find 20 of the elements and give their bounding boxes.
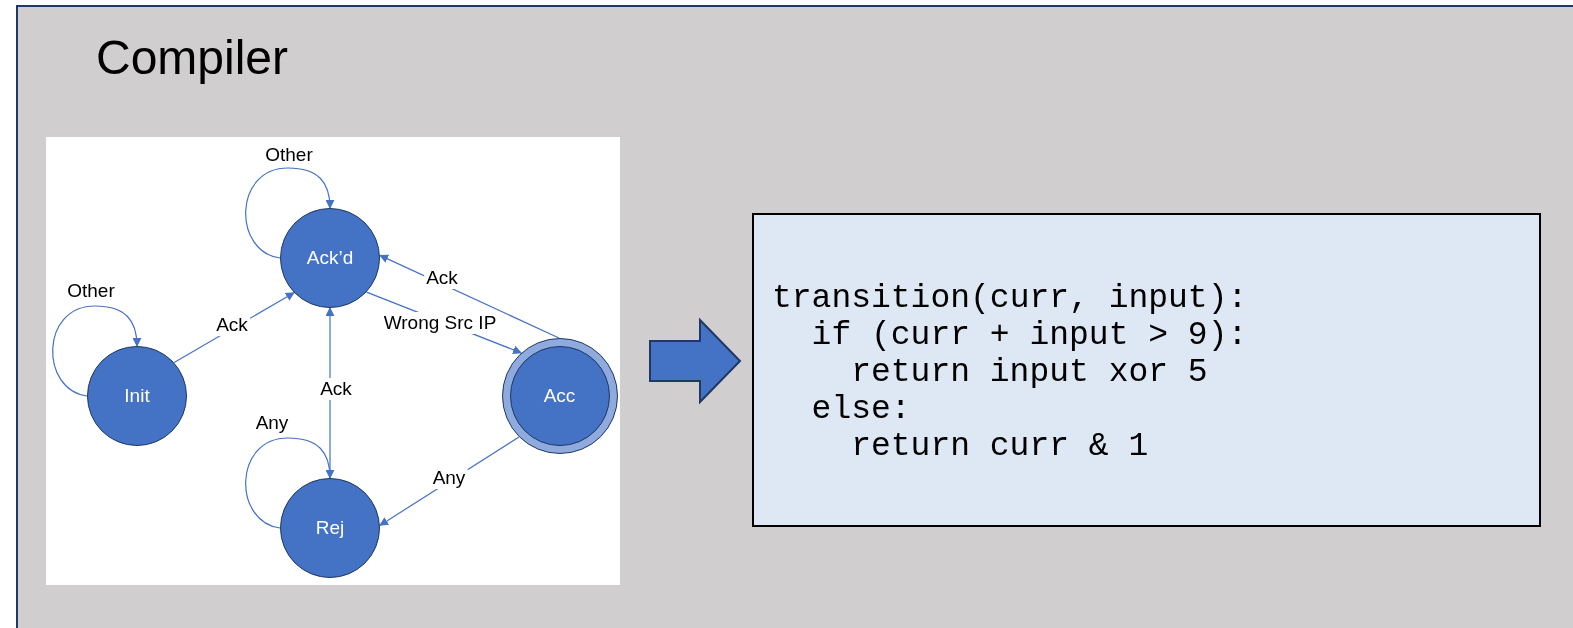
edge-label: Ack [318, 378, 354, 400]
code-line: if (curr + input > 9): [811, 317, 1248, 354]
edge-label: Any [430, 467, 468, 489]
code-line: transition(curr, input): [772, 280, 1248, 317]
transition-arrow [245, 437, 335, 529]
code-line: else: [811, 391, 911, 428]
edge-label: Ack [214, 314, 250, 336]
code-line: return curr & 1 [851, 428, 1149, 465]
transition-arrow [52, 305, 142, 397]
state-name: Acc [543, 384, 576, 407]
transition-arrow [245, 167, 335, 259]
state-name: Ack’d [306, 247, 354, 269]
edge-label: Wrong Src IP [381, 312, 499, 334]
state-name: Rej [315, 517, 345, 539]
block-arrow [649, 317, 742, 405]
code-box [752, 213, 1541, 527]
code-line: return input xor 5 [851, 354, 1208, 391]
state-name: Init [124, 385, 150, 407]
slide-title: Compiler [96, 30, 289, 86]
diagram-panel [46, 137, 620, 585]
